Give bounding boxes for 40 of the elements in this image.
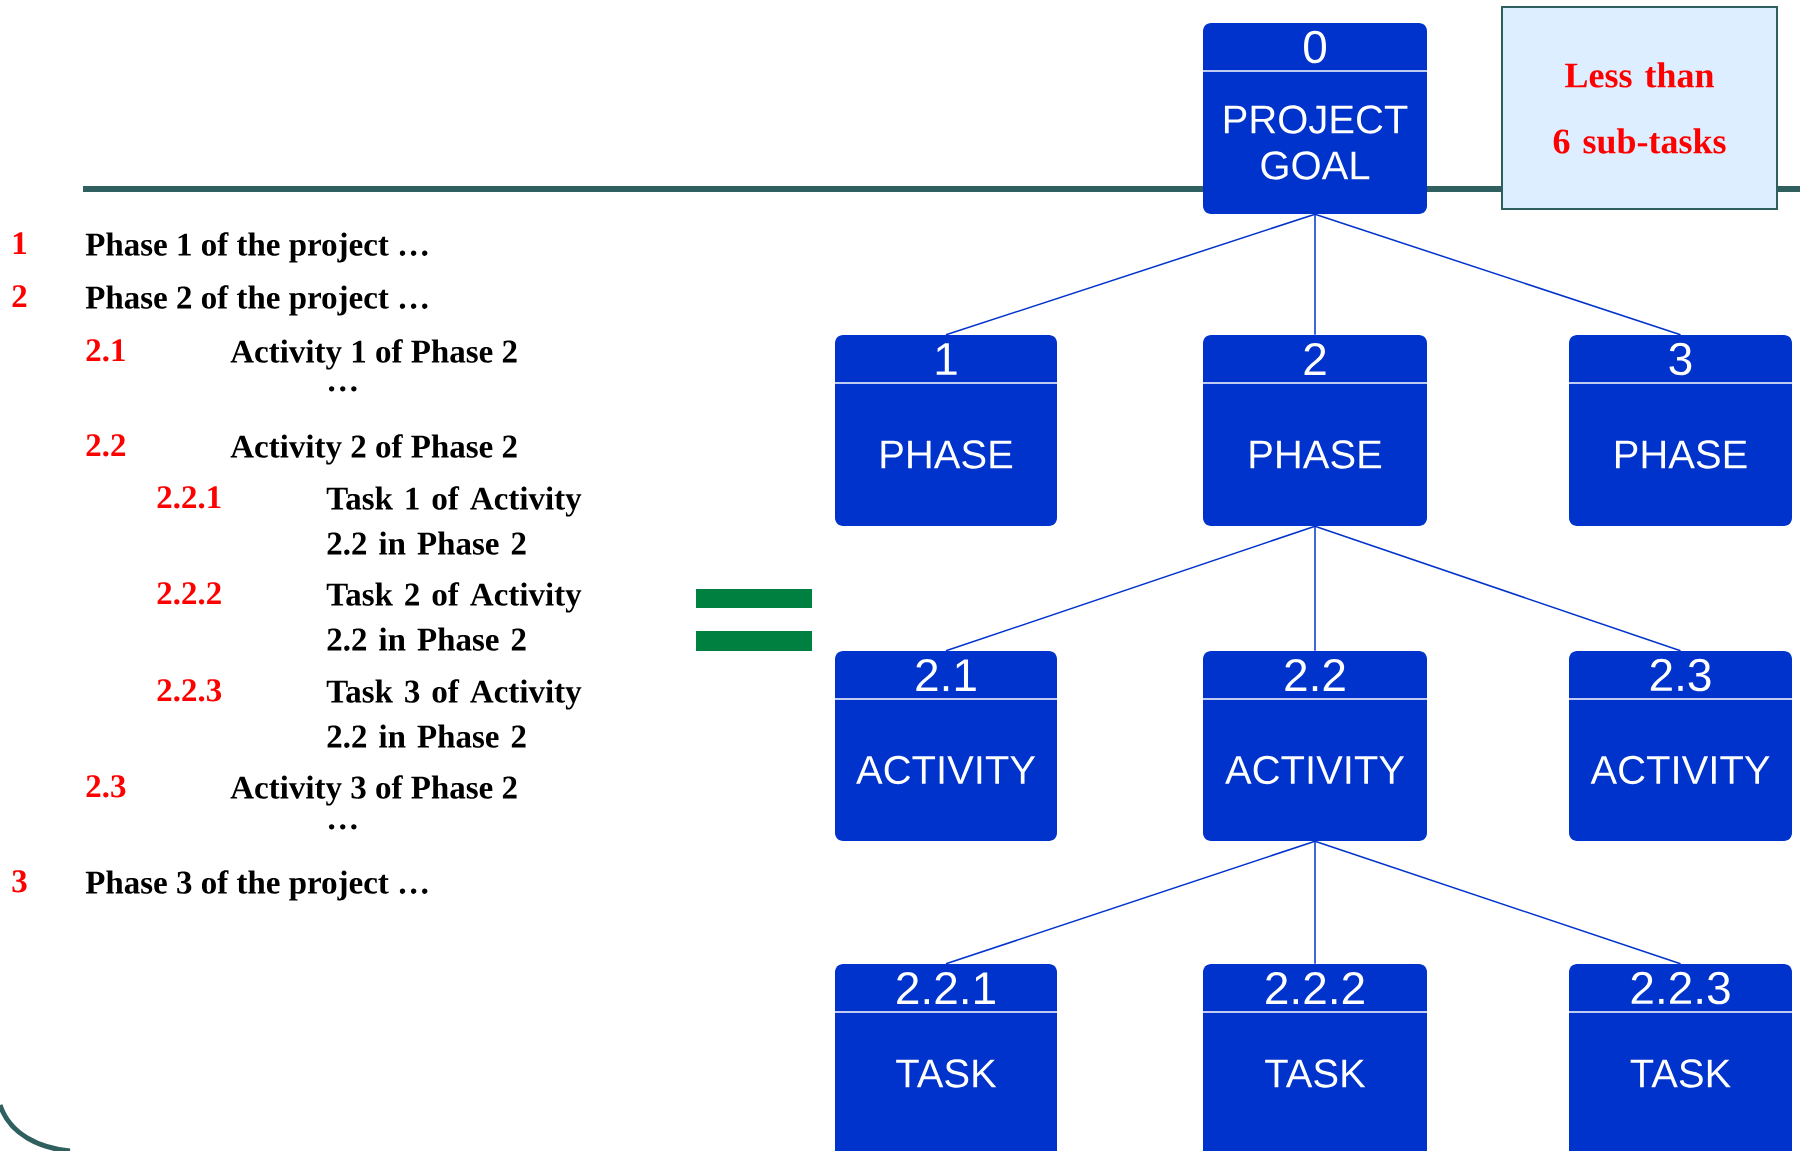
connector-line <box>1314 525 1682 652</box>
outline-number: 2.3 <box>86 775 126 798</box>
note-box: Less than 6 sub-tasks <box>1501 6 1778 210</box>
process-box: 2.2 ACTIVITY <box>1202 651 1428 841</box>
process-box: 2.3 ACTIVITY <box>1568 651 1793 841</box>
ellipsis: … <box>328 824 357 830</box>
outline-text: Task 2 of Activity 2.2 in Phase 2 <box>326 582 582 651</box>
outline-text: Activity 1 of Phase 2 <box>230 339 517 370</box>
outline-text: Phase 3 of the project … <box>85 870 428 901</box>
connector-line <box>1314 840 1682 965</box>
ellipsis: … <box>328 386 357 392</box>
process-box: 2.2.3 TASK <box>1568 964 1793 1151</box>
outline-number: 3 <box>12 870 27 893</box>
connector-line <box>1314 213 1682 336</box>
outline-text: Task 3 of Activity 2.2 in Phase 2 <box>326 679 582 748</box>
outline-text: Activity 2 of Phase 2 <box>230 434 517 465</box>
outline-number: 1 <box>13 232 26 254</box>
outline-text: Task 1 of Activity 2.2 in Phase 2 <box>326 486 582 555</box>
outline-text: Activity 3 of Phase 2 <box>230 775 517 806</box>
process-box: 2.2.1 TASK <box>834 964 1058 1151</box>
process-box: 2.1 ACTIVITY <box>834 651 1058 841</box>
outline-number: 2 <box>12 285 27 308</box>
process-box: 2 PHASE <box>1202 335 1428 526</box>
connector-line <box>1314 840 1316 965</box>
connector-line <box>945 840 1316 965</box>
connector-line <box>1314 525 1316 652</box>
outline-text: Phase 1 of the project … <box>85 232 428 263</box>
process-box: 0 PROJECT GOAL <box>1202 23 1428 214</box>
process-box: 1 PHASE <box>834 335 1058 526</box>
outline-number: 2.2 <box>86 434 126 457</box>
connector-line <box>945 525 1316 652</box>
outline-number: 2.2.2 <box>157 582 221 605</box>
outline-number: 2.2.1 <box>157 486 221 509</box>
outline-number: 2.1 <box>86 339 125 362</box>
connector-line <box>945 213 1316 336</box>
outline-number: 2.2.3 <box>157 679 222 702</box>
process-box: 2.2.2 TASK <box>1202 964 1428 1151</box>
connector-line <box>1314 213 1316 336</box>
process-box: 3 PHASE <box>1568 335 1793 526</box>
outline-text: Phase 2 of the project … <box>85 285 428 316</box>
